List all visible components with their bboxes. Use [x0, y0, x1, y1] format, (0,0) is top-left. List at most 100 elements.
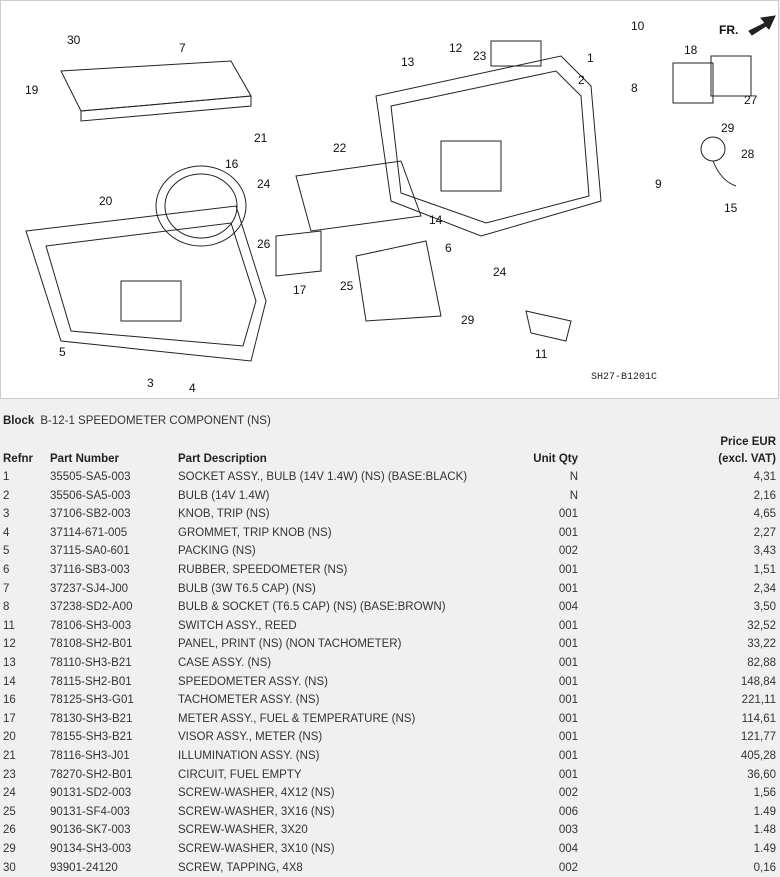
part-number-cell: 37237-SJ4-J00	[50, 582, 128, 595]
price-cell: 1.48	[753, 824, 776, 837]
part-number-cell: 35505-SA5-003	[50, 471, 131, 483]
unit-qty-cell: N	[569, 471, 578, 483]
description-cell: CASE ASSY. (NS)	[178, 657, 272, 669]
price-cell: 148,84	[740, 675, 776, 688]
part-number-cell: 37114-671-005	[50, 526, 128, 539]
price-cell: 3,43	[753, 545, 776, 558]
unit-qty-cell: 001	[558, 731, 578, 744]
refnr-cell: 30	[3, 861, 16, 874]
description-cell: KNOB, TRIP (NS)	[178, 508, 270, 521]
unit-qty-cell: N	[569, 489, 578, 502]
description-cell: RUBBER, SPEEDOMETER (NS)	[178, 564, 348, 576]
unit-qty-cell: 002	[558, 787, 578, 800]
unit-qty-cell: 001	[558, 750, 578, 762]
price-cell: 82,88	[747, 657, 776, 669]
part-number-cell: 37115-SA0-601	[50, 545, 130, 558]
price-cell: 1.49	[753, 805, 776, 818]
callout: 7	[179, 41, 186, 55]
header-unit-qty: Unit Qty	[533, 453, 578, 465]
price-cell: 4,31	[753, 471, 776, 483]
callout: 14	[429, 213, 443, 227]
unit-qty-cell: 004	[558, 843, 578, 855]
callout: 12	[449, 41, 463, 55]
price-cell: 1,56	[753, 787, 776, 800]
refnr-cell: 17	[3, 712, 16, 725]
case-assy-shape	[375, 55, 602, 237]
part-number-cell: 78130-SH3-B21	[50, 712, 133, 725]
unit-qty-cell: 002	[558, 861, 578, 874]
part-number-cell: 37106-SB2-003	[50, 508, 131, 521]
description-cell: SCREW-WASHER, 3X20	[178, 824, 308, 837]
refnr-cell: 16	[3, 694, 16, 707]
unit-qty-cell: 001	[558, 582, 578, 595]
price-cell: 1.49	[753, 843, 776, 855]
description-cell: TACHOMETER ASSY. (NS)	[178, 694, 320, 707]
unit-qty-cell: 001	[558, 712, 578, 725]
price-cell: 1,51	[753, 564, 776, 576]
description-cell: BULB & SOCKET (T6.5 CAP) (NS) (BASE:BROW…	[178, 601, 446, 614]
callout: 29	[461, 313, 475, 327]
description-cell: SOCKET ASSY., BULB (14V 1.4W) (NS) (BASE…	[178, 471, 468, 483]
unit-qty-cell: 003	[558, 824, 578, 837]
part-number-cell: 93901-24120	[50, 861, 118, 874]
callout: 28	[741, 147, 755, 161]
part-number-cell: 37116-SB3-003	[50, 564, 130, 576]
callout: 19	[25, 83, 39, 97]
callout: 24	[493, 265, 507, 279]
description-cell: SCREW-WASHER, 3X10 (NS)	[178, 843, 335, 855]
refnr-cell: 13	[3, 657, 16, 669]
callout: 2	[578, 73, 585, 87]
unit-qty-cell: 002	[558, 545, 578, 558]
callout: 4	[189, 381, 196, 395]
price-cell: 0,16	[753, 861, 776, 874]
callout: 27	[744, 93, 758, 107]
description-cell: GROMMET, TRIP KNOB (NS)	[178, 526, 332, 539]
refnr-cell: 6	[3, 564, 10, 576]
description-cell: VISOR ASSY., METER (NS)	[178, 731, 323, 744]
unit-qty-cell: 001	[558, 619, 578, 632]
exploded-view-drawing	[25, 15, 776, 362]
price-cell: 2,16	[753, 489, 776, 502]
callout: 3	[147, 376, 154, 390]
callout: 17	[293, 283, 307, 297]
refnr-cell: 4	[3, 526, 10, 539]
refnr-cell: 11	[3, 619, 15, 632]
parts-diagram: FR. 30 7 19 21 20 16 5 3 4 24 26 17 22 2…	[0, 0, 779, 399]
price-cell: 121,77	[740, 731, 776, 744]
unit-qty-cell: 001	[558, 694, 578, 707]
description-cell: METER ASSY., FUEL & TEMPERATURE (NS)	[178, 712, 416, 725]
part-number-cell: 78155-SH3-B21	[50, 731, 133, 744]
unit-qty-cell: 001	[558, 526, 578, 539]
callout: 25	[340, 279, 354, 293]
callout: 6	[445, 241, 452, 255]
description-cell: SCREW-WASHER, 3X16 (NS)	[178, 805, 335, 818]
callout: 30	[67, 33, 81, 47]
price-cell: 36,60	[747, 768, 776, 781]
price-cell: 4,65	[753, 508, 776, 521]
header-price-line2: (excl. VAT)	[718, 453, 776, 465]
refnr-cell: 7	[3, 582, 10, 595]
unit-qty-cell: 004	[558, 601, 578, 614]
header-description: Part Description	[178, 453, 267, 465]
description-cell: SCREW-WASHER, 4X12 (NS)	[178, 787, 335, 800]
sensor-shape	[700, 136, 726, 162]
unit-qty-cell: 001	[558, 508, 578, 521]
callout: 10	[631, 19, 645, 33]
refnr-cell: 25	[3, 805, 16, 818]
reed-switch-shape	[525, 310, 572, 342]
description-cell: ILLUMINATION ASSY. (NS)	[178, 750, 320, 762]
callout: 20	[99, 194, 113, 208]
refnr-cell: 14	[3, 675, 16, 688]
unit-qty-cell: 001	[558, 657, 578, 669]
callout: 18	[684, 43, 698, 57]
callout: 1	[587, 51, 594, 65]
